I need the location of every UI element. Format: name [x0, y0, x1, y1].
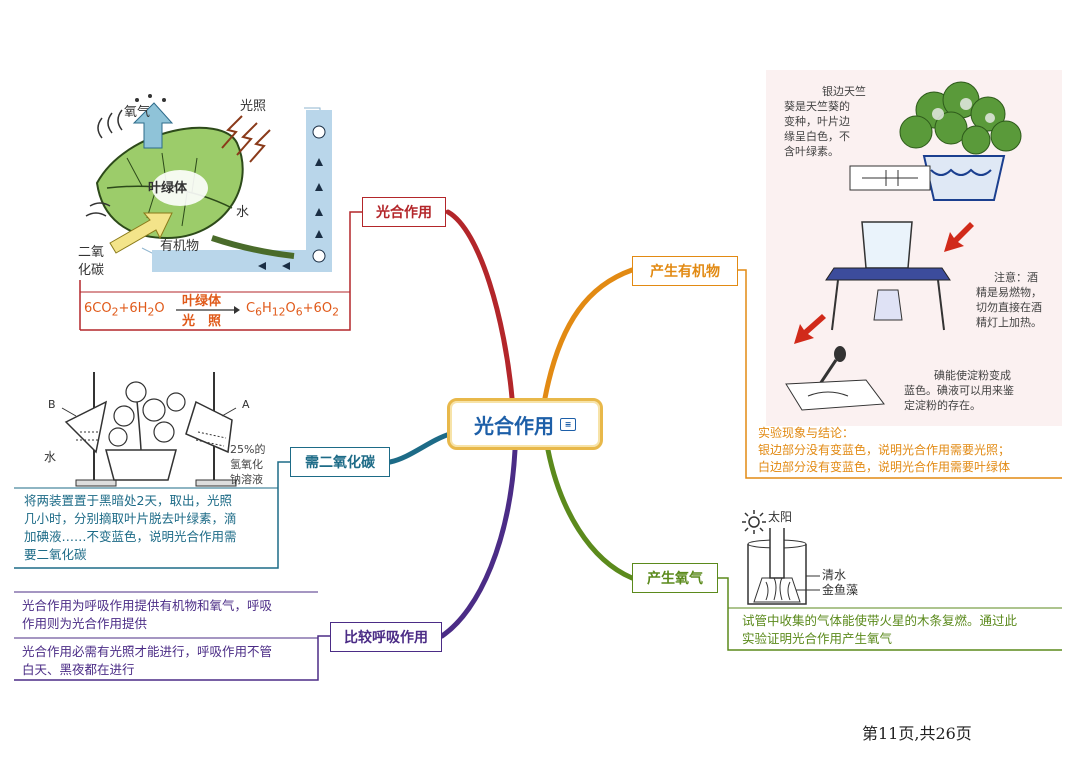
organic-note2-l1: 注意：酒 — [994, 271, 1038, 284]
node-compare-respiration[interactable]: 比较呼吸作用 — [330, 622, 442, 652]
note-icon: ≡ — [560, 417, 576, 431]
node-photosynthesis[interactable]: 光合作用 — [362, 197, 446, 227]
label-sun: 太阳 — [768, 510, 793, 524]
co2-text-l3: 加碘液……不变蓝色，说明光合作用需 — [24, 529, 237, 544]
eq-arrow — [176, 306, 240, 314]
eq-left: 6CO — [84, 301, 112, 316]
organic-note1-l1: 银边天竺 — [822, 85, 866, 98]
node-needs-co2-label: 需二氧化碳 — [305, 455, 375, 471]
resp-frame — [14, 635, 330, 681]
node-produce-organic-label: 产生有机物 — [650, 264, 720, 280]
label-chlorophyll: 叶绿体 — [148, 181, 188, 196]
co2-frame — [14, 461, 290, 569]
oxygen-text-l2: 实验证明光合作用产生氧气 — [742, 631, 893, 646]
label-oxygen: 氧气 — [124, 105, 151, 120]
eq-r-plus: +6O — [302, 301, 333, 316]
label-a: A — [242, 398, 250, 411]
node-compare-respiration-label: 比较呼吸作用 — [344, 630, 428, 646]
leaf-illustration — [85, 94, 332, 272]
node-needs-co2[interactable]: 需二氧化碳 — [290, 447, 390, 477]
page-number: 第11页,共26页 — [862, 724, 972, 743]
oxygen-experiment-illustration — [742, 510, 820, 605]
label-light: 光照 — [240, 99, 267, 114]
organic-note3-l2: 蓝色。碘液可以用来鉴 — [904, 384, 1014, 397]
organic-text-l2: 银边部分没有变蓝色，说明光合作用需要光照； — [758, 443, 1011, 457]
connector-co2 — [387, 431, 453, 465]
organic-experiment-illustration — [785, 81, 1022, 411]
organic-note1-l4: 缘呈白色，不 — [784, 130, 850, 143]
label-solution-2: 氢氧化 — [230, 458, 263, 471]
organic-note1-l2: 葵是天竺葵的 — [784, 100, 850, 113]
eq-left-o: O — [154, 301, 165, 316]
equation: 6CO2+6H2O 叶绿体 光 照 C6H12O6+6O2 — [84, 292, 348, 329]
organic-note2-l2: 精是易燃物， — [976, 286, 1042, 299]
node-produce-oxygen[interactable]: 产生氧气 — [632, 563, 718, 593]
connector-photo — [445, 209, 515, 401]
organic-frame — [738, 269, 1062, 479]
node-photosynthesis-label: 光合作用 — [376, 205, 432, 221]
resp-text-b2: 白天、黑夜都在进行 — [22, 662, 135, 677]
node-produce-oxygen-label: 产生氧气 — [647, 571, 703, 587]
organic-note3-l1: 碘能使淀粉变成 — [934, 369, 1011, 382]
connector-oxygen — [545, 447, 635, 581]
resp-text-a2: 作用则为光合作用提供 — [22, 616, 148, 631]
eq-r-o: O — [285, 301, 296, 316]
organic-note2-l3: 切勿直接在酒 — [976, 301, 1042, 314]
co2-text-l1: 将两装置置于黑暗处2天，取出，光照 — [24, 493, 232, 508]
label-water-co2: 水 — [44, 450, 57, 464]
connector-resp — [439, 447, 518, 639]
organic-text-l3: 白边部分没有变蓝色，说明光合作用需要叶绿体 — [758, 460, 1011, 474]
center-title: 光合作用 — [474, 413, 554, 438]
label-solution-3: 钠溶液 — [230, 473, 263, 486]
oxygen-frame — [718, 577, 1062, 651]
label-clear-water: 清水 — [822, 568, 847, 582]
eq-condition: 光 照 — [182, 314, 222, 329]
eq-left-plus: +6H — [118, 301, 148, 316]
label-solution-1: 25%的 — [230, 443, 266, 456]
organic-text-l1: 实验现象与结论： — [758, 426, 855, 440]
eq-left-sub2: 2 — [147, 305, 155, 319]
label-co2-bottom: 化碳 — [78, 263, 105, 278]
eq-r-h: H — [261, 301, 272, 316]
eq-r-sub1: 6 — [255, 305, 262, 319]
eq-r-sub2: 12 — [271, 305, 286, 319]
eq-r-sub4: 2 — [332, 305, 339, 319]
label-water: 水 — [236, 205, 250, 220]
label-hornwort: 金鱼藻 — [822, 583, 859, 597]
co2-text-l2: 几小时，分别摘取叶片脱去叶绿素，滴 — [24, 511, 237, 526]
organic-note2-l4: 精灯上加热。 — [976, 316, 1042, 329]
label-co2-top: 二氧 — [78, 245, 105, 260]
node-produce-organic[interactable]: 产生有机物 — [632, 256, 738, 286]
resp-text-b1: 光合作用必需有光照才能进行，呼吸作用不管 — [22, 644, 273, 659]
label-organic: 有机物 — [160, 239, 200, 254]
photo-frame — [80, 211, 362, 331]
eq-left-sub: 2 — [111, 305, 119, 319]
eq-r-sub3: 6 — [295, 305, 303, 319]
co2-experiment-illustration — [61, 372, 237, 487]
oxygen-text-l1: 试管中收集的气体能使带火星的木条复燃。通过此 — [742, 613, 1018, 628]
resp-text-a1: 光合作用为呼吸作用提供有机物和氧气，呼吸 — [22, 598, 273, 613]
eq-right-c: C — [246, 301, 256, 316]
organic-note1-l3: 变种，叶片边 — [784, 115, 850, 128]
connector-organic — [542, 267, 635, 401]
eq-catalyst: 叶绿体 — [182, 294, 222, 309]
center-node[interactable]: 光合作用 ≡ — [447, 398, 603, 450]
label-b: B — [48, 398, 56, 411]
organic-note1-l5: 含叶绿素。 — [784, 145, 839, 158]
co2-text-l4: 要二氧化碳 — [24, 547, 87, 562]
organic-note3-l3: 定淀粉的存在。 — [904, 399, 981, 412]
